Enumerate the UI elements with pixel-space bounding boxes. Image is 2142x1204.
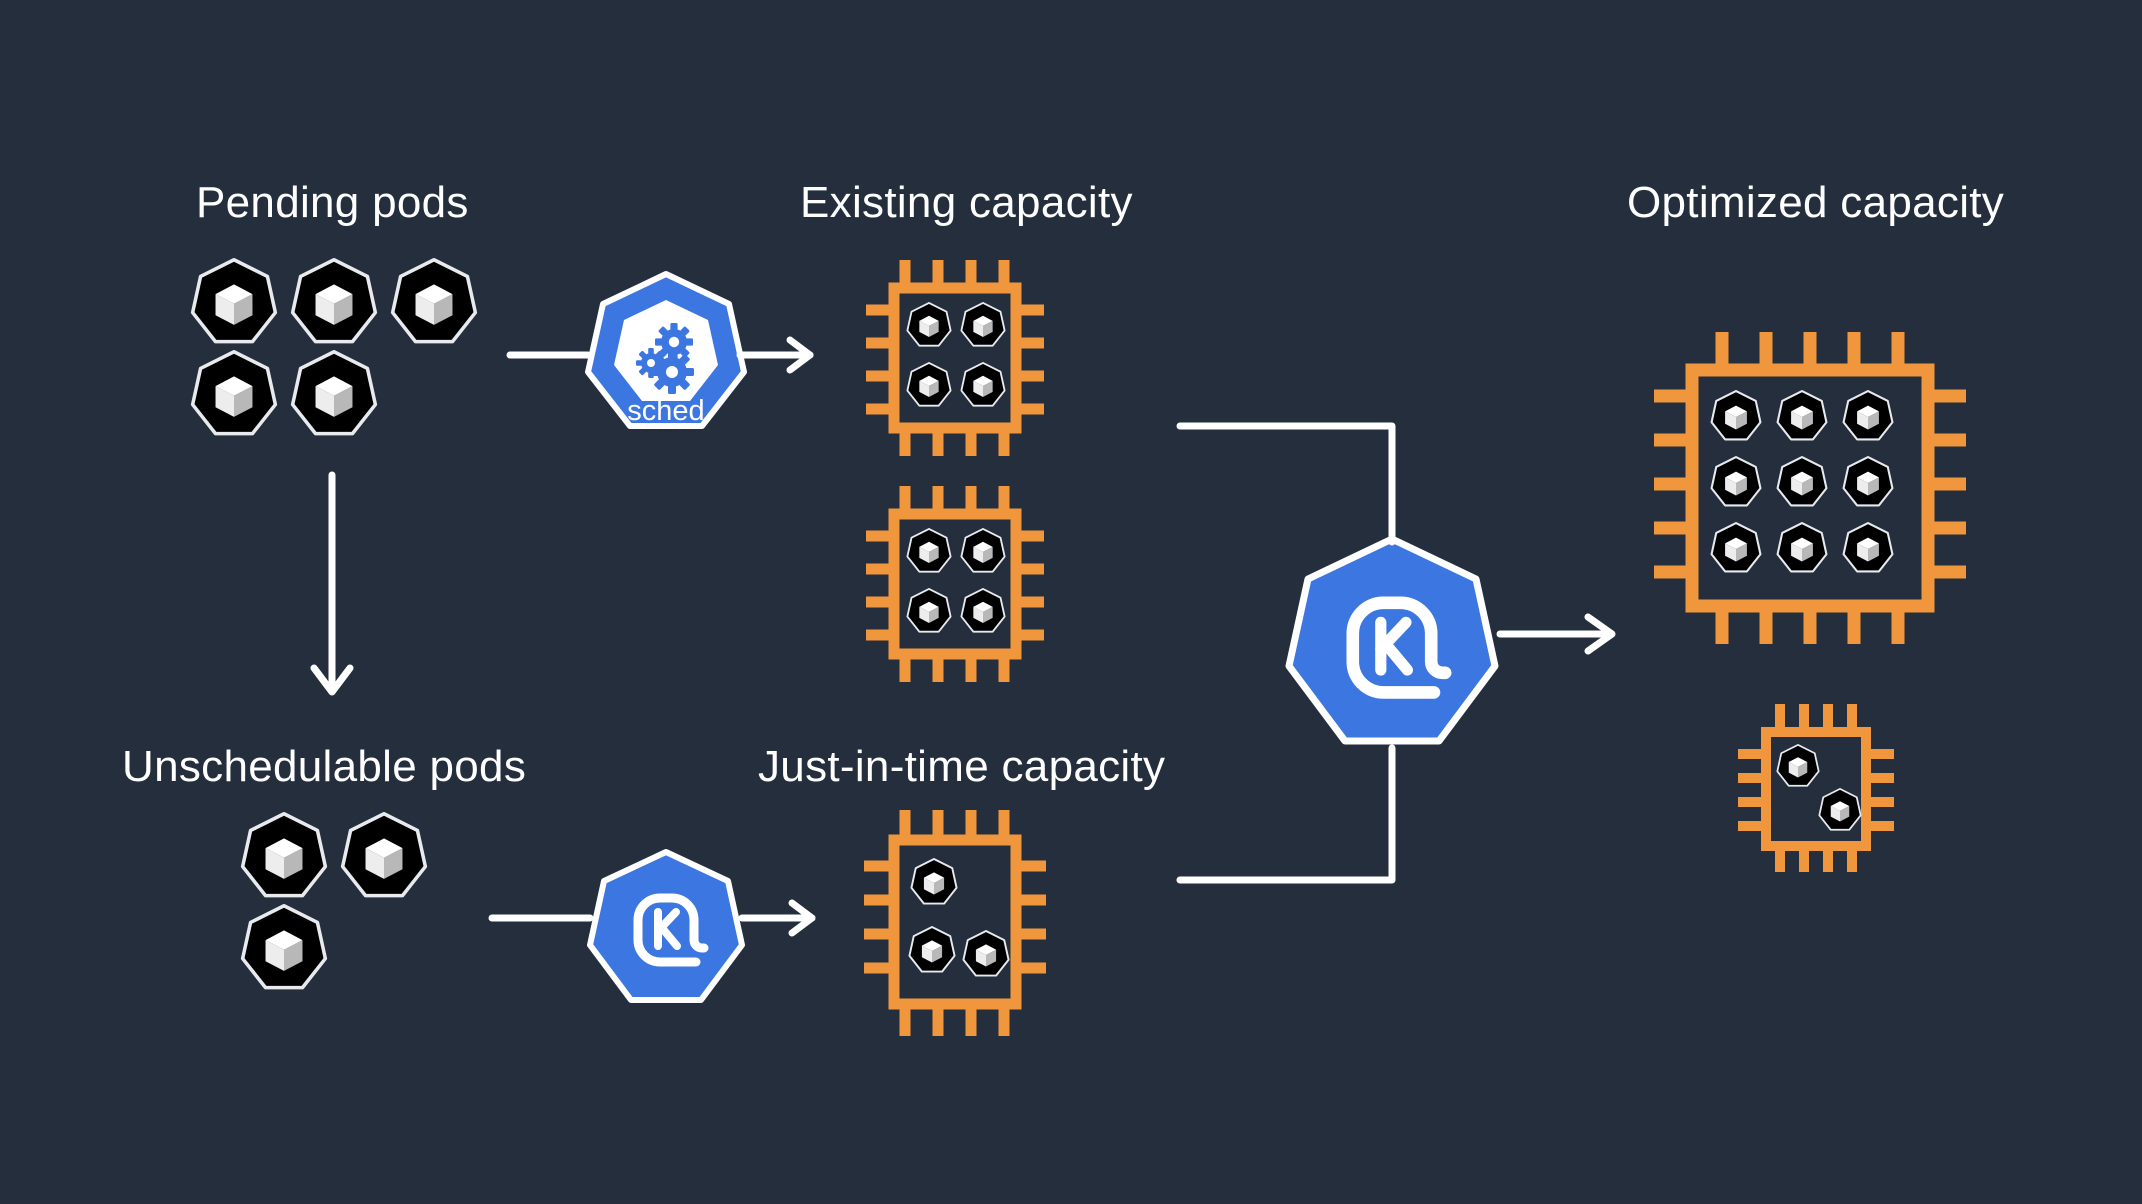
chip-body <box>1761 727 1871 851</box>
chip-body <box>888 282 1022 434</box>
connector-scheduler-to-existing <box>736 336 814 374</box>
chip-body <box>888 834 1022 1010</box>
chip-optimized-large-node <box>1650 330 1986 646</box>
chip-body <box>888 508 1022 660</box>
label-unschedulable-pods: Unschedulable pods <box>122 742 527 791</box>
connector-karpenter-to-jit <box>738 899 816 937</box>
scheduler-badge[interactable]: sched <box>585 270 747 440</box>
label-just-in-time-capacity: Just-in-time capacity <box>758 742 1166 791</box>
karpenter-badge-small[interactable] <box>587 848 745 1008</box>
chip-optimized-small-node <box>1726 702 1904 874</box>
connector-karpenter-to-optimized <box>1496 613 1616 655</box>
connector-jit-to-karpenter <box>1176 744 1396 884</box>
chip-existing-capacity-node-2 <box>862 484 1072 684</box>
karpenter-badge-large[interactable] <box>1285 534 1499 752</box>
scheduler-caption: sched <box>627 395 704 427</box>
label-optimized-capacity: Optimized capacity <box>1627 178 2005 227</box>
label-pending-pods: Pending pods <box>196 178 469 227</box>
label-existing-capacity: Existing capacity <box>800 178 1133 227</box>
chip-body <box>1685 363 1935 613</box>
chip-just-in-time-node <box>862 808 1072 1038</box>
connector-existing-to-karpenter <box>1176 422 1396 546</box>
chip-existing-capacity-node-1 <box>862 258 1072 458</box>
connector-pending-to-unschedulable <box>310 471 354 696</box>
